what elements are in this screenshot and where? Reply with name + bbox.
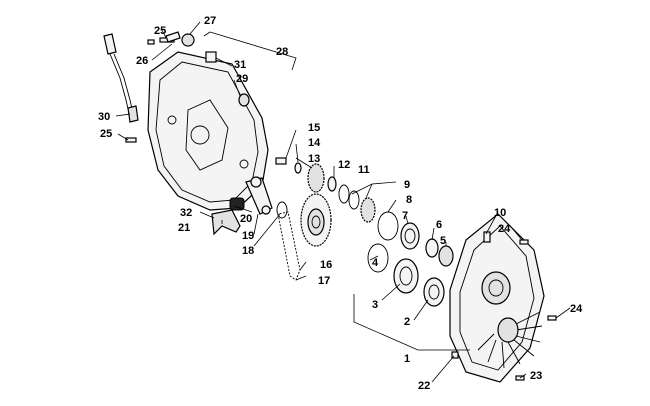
callout-15: 15 — [308, 122, 320, 134]
callout-32: 32 — [180, 207, 192, 219]
callout-13: 13 — [308, 153, 320, 165]
callout-18: 18 — [242, 245, 254, 257]
large-sprocket — [300, 193, 332, 247]
callout-24b: 24 — [570, 303, 583, 315]
callout-28: 28 — [276, 46, 288, 58]
callout-19: 19 — [242, 230, 254, 242]
chaincase-housing — [449, 213, 557, 383]
callout-22: 22 — [418, 380, 430, 392]
callout-25a: 25 — [154, 25, 166, 37]
callout-17: 17 — [318, 275, 330, 287]
tensioner-assembly — [211, 176, 288, 236]
callout-7: 7 — [402, 210, 408, 222]
callout-20: 20 — [240, 213, 252, 225]
callout-3: 3 — [372, 299, 378, 311]
callout-21: 21 — [178, 222, 190, 234]
callout-29: 29 — [236, 73, 248, 85]
callout-16: 16 — [320, 259, 332, 271]
callout-5: 5 — [440, 235, 446, 247]
cooling-fins — [477, 311, 543, 369]
callout-11: 11 — [358, 164, 370, 176]
top-bolts — [125, 31, 250, 143]
callout-4: 4 — [372, 257, 379, 269]
callout-27: 27 — [204, 15, 216, 27]
callout-10: 10 — [494, 207, 506, 219]
callout-9: 9 — [404, 179, 410, 191]
callout-2: 2 — [404, 316, 410, 328]
callout-23: 23 — [530, 370, 542, 382]
callout-31: 31 — [234, 59, 246, 71]
callout-30: 30 — [98, 111, 110, 123]
callout-6: 6 — [436, 219, 442, 231]
drive-chain — [277, 211, 301, 281]
callout-14: 14 — [308, 137, 321, 149]
dipstick — [103, 33, 139, 123]
callout-24a: 24 — [498, 223, 511, 235]
callout-1: 1 — [404, 353, 410, 365]
callout-labels: 1 2 3 4 5 6 7 8 9 10 11 12 13 14 15 16 1… — [98, 15, 583, 392]
callout-12: 12 — [338, 159, 350, 171]
callout-8: 8 — [406, 194, 412, 206]
callout-26: 26 — [136, 55, 148, 67]
group-brackets — [203, 31, 470, 351]
callout-25b: 25 — [100, 128, 112, 140]
leader-lines — [115, 21, 571, 383]
small-sprocket-stack — [275, 157, 454, 267]
